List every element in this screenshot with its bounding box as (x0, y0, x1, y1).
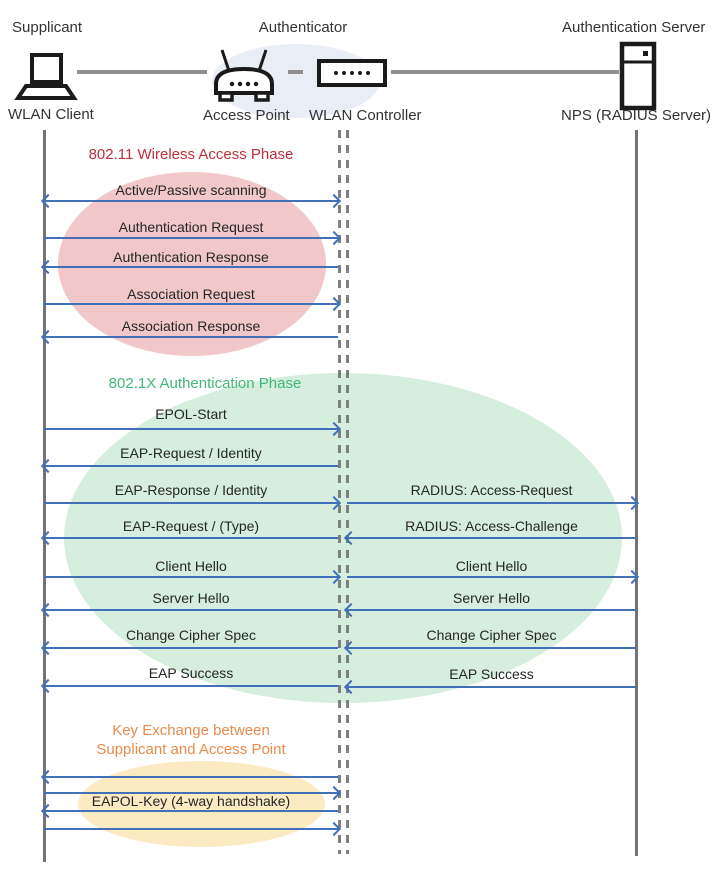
arrow-assoc-request (44, 303, 338, 305)
arrow-server-hello-left (44, 609, 338, 611)
arrow-eap-response-identity (44, 502, 338, 504)
message-label-scanning: Active/Passive scanning (115, 182, 267, 198)
message-label-change-cipher-right: Change Cipher Spec (426, 627, 557, 643)
phase3-title-line2: Supplicant and Access Point (96, 741, 286, 758)
message-label-eap-request-identity: EAP-Request / Identity (120, 445, 262, 461)
arrow-auth-response (44, 266, 338, 268)
role-label-authenticator: Authenticator (258, 19, 348, 36)
phase3-title: Key Exchange between Supplicant and Acce… (44, 721, 338, 759)
arrow-epol-start (44, 428, 338, 430)
phase1-title: 802.11 Wireless Access Phase (88, 146, 294, 163)
lifeline-server (635, 130, 638, 856)
device-label-wlan-client: WLAN Client (8, 106, 94, 123)
arrow-eapol-key-4 (44, 828, 338, 830)
message-label-eap-success-left: EAP Success (148, 665, 234, 681)
message-label-client-hello-left: Client Hello (155, 558, 227, 574)
message-label-radius-access-request: RADIUS: Access-Request (410, 482, 573, 498)
message-label-client-hello-right: Client Hello (455, 558, 528, 574)
arrow-eap-request-type (44, 537, 338, 539)
role-label-authentication-server: Authentication Server (562, 19, 706, 36)
message-label-server-hello-left: Server Hello (152, 590, 230, 606)
arrow-eapol-key-1 (44, 776, 338, 778)
access-point-icon (207, 46, 281, 113)
message-label-eap-request-type: EAP-Request / (Type) (122, 518, 260, 534)
arrow-client-hello-left (44, 576, 338, 578)
message-label-auth-request: Authentication Request (118, 219, 264, 235)
arrow-eapol-key-2 (44, 792, 338, 794)
connector-line-controller-server (391, 70, 619, 74)
device-label-nps: NPS (RADIUS Server) (561, 107, 712, 124)
message-label-epol-start: EPOL-Start (155, 406, 227, 422)
connector-line-client-ap (77, 70, 207, 74)
message-label-radius-access-challenge: RADIUS: Access-Challenge (405, 518, 578, 534)
message-label-eap-response-identity: EAP-Response / Identity (114, 482, 268, 498)
device-label-access-point: Access Point (203, 107, 290, 124)
lifeline-supplicant (43, 130, 46, 862)
message-label-eapol-key: EAPOL-Key (4-way handshake) (91, 793, 291, 809)
arrow-server-hello-right (347, 609, 636, 611)
message-label-assoc-response: Association Response (121, 318, 261, 334)
arrow-scanning (44, 200, 338, 202)
arrow-eapol-key-3 (44, 810, 338, 812)
phase3-title-line1: Key Exchange between (112, 722, 270, 739)
message-label-eap-success-right: EAP Success (449, 666, 534, 682)
lifeline-controller-left (338, 130, 341, 854)
arrow-eap-request-identity (44, 465, 338, 467)
message-label-assoc-request: Association Request (127, 286, 255, 302)
arrow-auth-request (44, 237, 338, 239)
arrow-change-cipher-right (347, 647, 636, 649)
laptop-icon (13, 52, 79, 109)
arrow-client-hello-right (347, 576, 636, 578)
server-icon (619, 41, 657, 116)
connector-dash-ap-controller (288, 70, 303, 74)
arrow-radius-access-challenge (347, 537, 636, 539)
arrow-eap-success-right (347, 686, 636, 688)
message-label-server-hello-right: Server Hello (452, 590, 531, 606)
phase1-ellipse (58, 172, 326, 356)
arrow-radius-access-request (347, 502, 636, 504)
arrow-eap-success-left (44, 685, 338, 687)
role-label-supplicant: Supplicant (12, 19, 83, 36)
device-label-wlan-controller: WLAN Controller (309, 107, 422, 124)
message-label-auth-response: Authentication Response (113, 249, 269, 265)
lifeline-controller-right (346, 130, 349, 854)
message-label-change-cipher-left: Change Cipher Spec (126, 627, 256, 643)
phase2-title: 802.1X Authentication Phase (108, 375, 302, 392)
arrow-change-cipher-left (44, 647, 338, 649)
wlan-controller-icon (317, 59, 387, 92)
arrow-assoc-response (44, 336, 338, 338)
